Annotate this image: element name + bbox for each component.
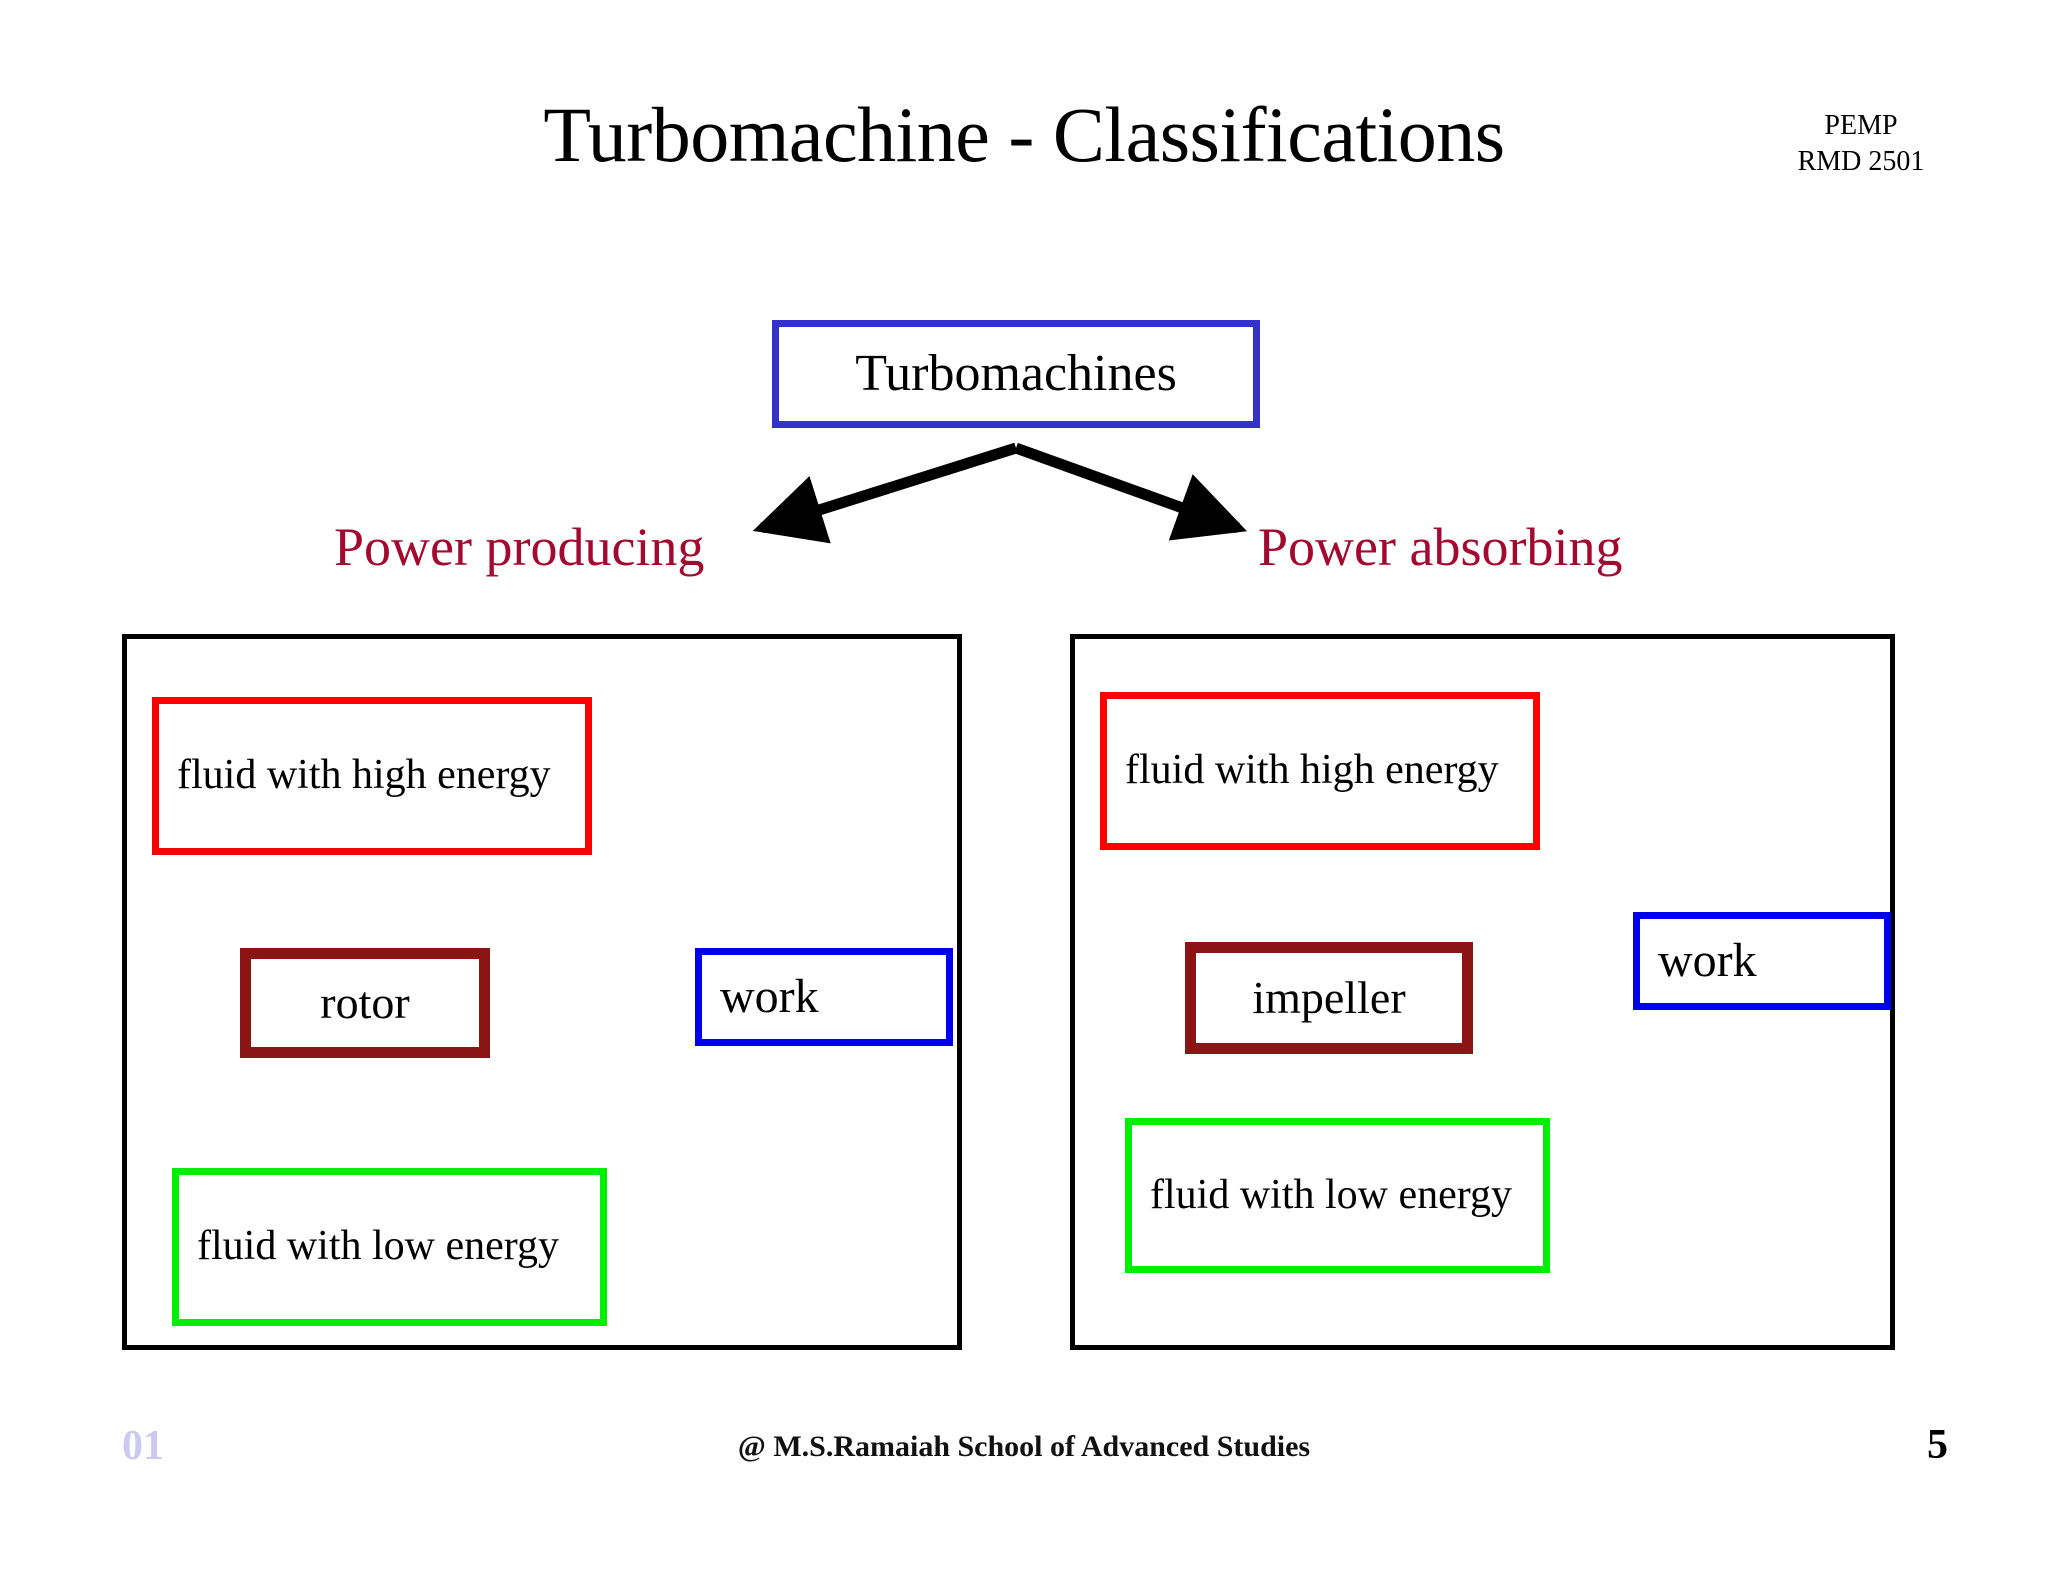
node-pp-rotor: rotor [240, 948, 490, 1058]
node-pa-work-label: work [1658, 933, 1757, 987]
node-pa-fluid-low-energy: fluid with low energy [1125, 1118, 1550, 1273]
node-turbomachines-label: Turbomachines [855, 345, 1177, 402]
footer-left-marker: 01 [122, 1423, 164, 1469]
node-pp-rotor-label: rotor [320, 976, 410, 1028]
node-pa-work: work [1633, 912, 1891, 1010]
node-pp-fluid-low-energy-label: fluid with low energy [197, 1223, 560, 1270]
program-code-label: PEMP [1824, 110, 1898, 141]
node-pa-impeller-label: impeller [1252, 971, 1406, 1023]
arrow-root-to-power-producing [752, 442, 1018, 544]
page-title: Turbomachine - Classifications [543, 91, 1505, 178]
course-code-block: PEMP RMD 2501 [1716, 108, 2006, 180]
footer-credit: @ M.S.Ramaiah School of Advanced Studies [737, 1430, 1311, 1463]
node-pp-fluid-high-energy: fluid with high energy [152, 697, 592, 855]
node-turbomachines: Turbomachines [772, 320, 1260, 428]
node-pa-fluid-low-energy-label: fluid with low energy [1150, 1171, 1513, 1218]
node-pa-fluid-high-energy-label: fluid with high energy [1125, 747, 1499, 794]
branch-label-power-producing: Power producing [334, 517, 705, 577]
node-pp-work: work [695, 948, 953, 1046]
arrow-root-to-power-absorbing [1014, 442, 1248, 541]
node-pa-fluid-high-energy: fluid with high energy [1100, 692, 1540, 850]
node-pp-fluid-low-energy: fluid with low energy [172, 1168, 607, 1326]
footer-page-number: 5 [1927, 1422, 1948, 1468]
node-pp-work-label: work [720, 969, 819, 1023]
branch-label-power-absorbing: Power absorbing [1258, 517, 1623, 577]
node-pp-fluid-high-energy-label: fluid with high energy [177, 752, 551, 799]
node-pa-impeller: impeller [1185, 942, 1473, 1054]
course-code-label: RMD 2501 [1797, 145, 1925, 177]
